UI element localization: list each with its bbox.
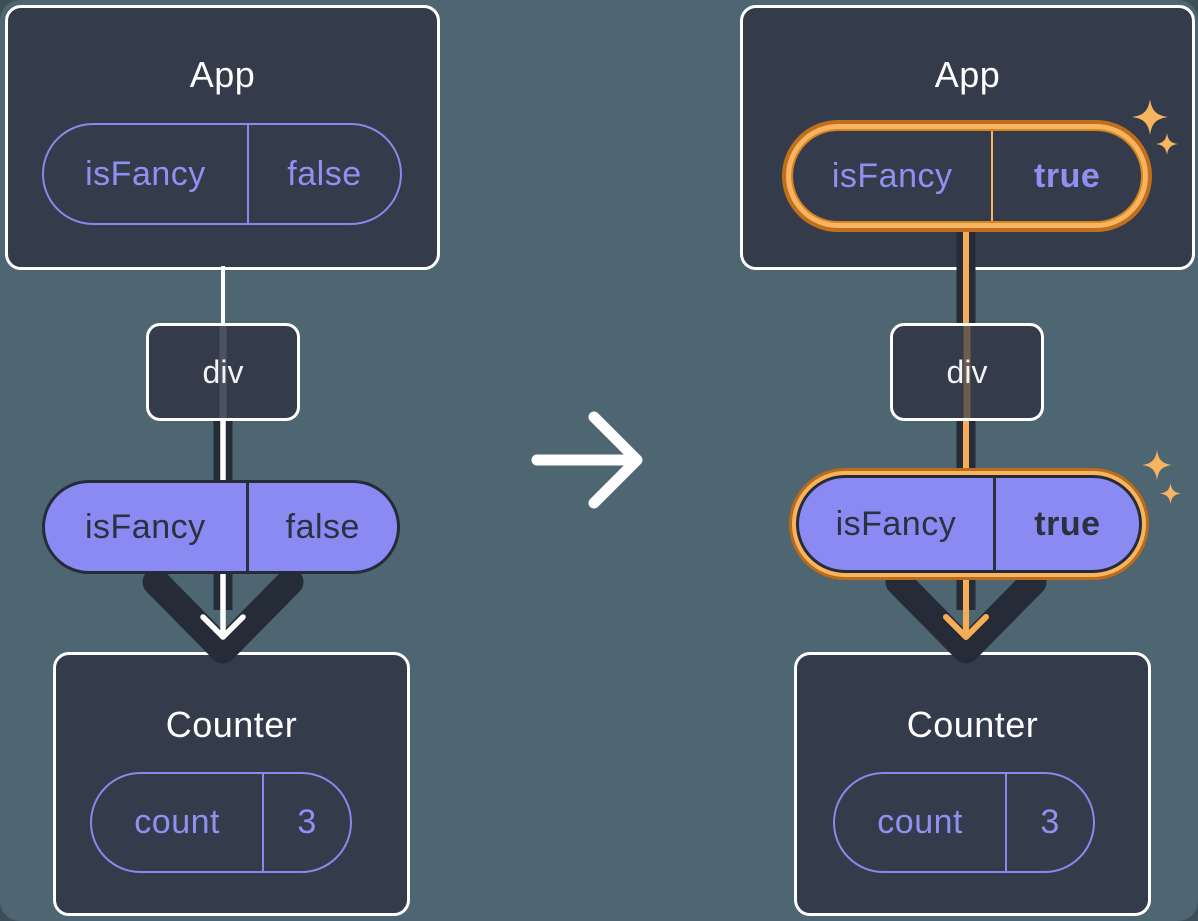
counter-state-pill-before: count 3 bbox=[90, 772, 352, 873]
line-through-stripe bbox=[219, 326, 227, 418]
counter-card-after: Counter count 3 bbox=[794, 652, 1151, 916]
state-name: isFancy bbox=[85, 154, 206, 193]
state-name: count bbox=[134, 803, 220, 841]
state-value: false bbox=[246, 125, 400, 223]
highlight-ring: isFancy true bbox=[789, 468, 1149, 580]
prop-value: false bbox=[245, 483, 397, 571]
prop-value: true bbox=[992, 478, 1139, 570]
app-title: App bbox=[189, 54, 256, 95]
prop-name: isFancy bbox=[84, 507, 206, 546]
app-title: App bbox=[934, 54, 1001, 95]
div-label: div bbox=[946, 353, 988, 390]
sparkle-icon bbox=[1132, 99, 1168, 135]
sparkle-icon bbox=[1156, 133, 1178, 155]
sparkle-icon bbox=[1142, 450, 1172, 480]
state-value: 3 bbox=[262, 774, 350, 871]
right-arrow-icon bbox=[531, 411, 643, 509]
sparkle-icon bbox=[1160, 483, 1181, 504]
state-name: count bbox=[877, 803, 963, 841]
flow-line-after bbox=[885, 226, 1047, 664]
app-card-before: App isFancy false bbox=[5, 5, 440, 270]
div-node-before: div bbox=[146, 323, 300, 421]
prop-pill-before: isFancy false bbox=[42, 480, 400, 574]
app-card-after: App isFancy true bbox=[740, 5, 1195, 270]
counter-title: Counter bbox=[165, 704, 298, 745]
highlight-ring: isFancy true bbox=[782, 120, 1152, 232]
app-state-pill-before: isFancy false bbox=[42, 123, 402, 225]
state-value: 3 bbox=[1005, 774, 1093, 871]
state-value: true bbox=[991, 131, 1141, 221]
prop-pill-after: isFancy true bbox=[796, 475, 1142, 573]
counter-title: Counter bbox=[906, 704, 1039, 745]
counter-state-pill-after: count 3 bbox=[833, 772, 1095, 873]
div-label: div bbox=[202, 353, 244, 390]
app-state-pill-after: isFancy true bbox=[791, 129, 1143, 223]
down-arrow-head bbox=[142, 568, 304, 664]
down-arrow-head bbox=[885, 568, 1047, 664]
state-name: isFancy bbox=[831, 156, 953, 195]
div-node-after: div bbox=[890, 323, 1044, 421]
counter-card-before: Counter count 3 bbox=[53, 652, 410, 916]
prop-name: isFancy bbox=[835, 504, 957, 543]
